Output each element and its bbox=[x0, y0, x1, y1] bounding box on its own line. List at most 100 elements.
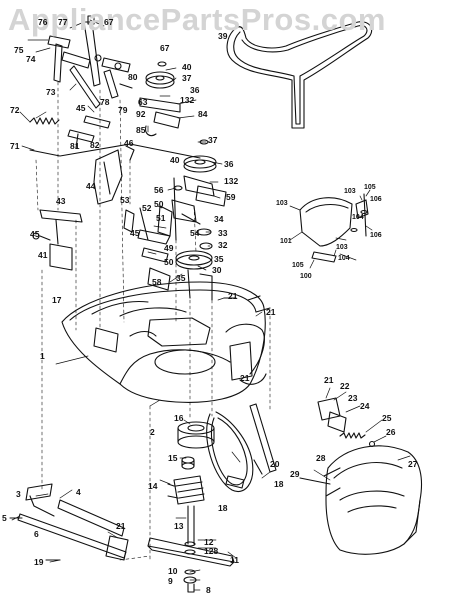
part-label: 105 bbox=[364, 184, 376, 191]
part-label: 50 bbox=[164, 257, 174, 267]
part-label: 15 bbox=[168, 453, 178, 463]
part-label: 14 bbox=[148, 481, 158, 491]
part-label: 37 bbox=[208, 135, 218, 145]
part-label: 40 bbox=[170, 155, 180, 165]
part-label: 73 bbox=[46, 87, 56, 97]
part-label: 104 bbox=[352, 214, 364, 221]
spring-72 bbox=[30, 118, 59, 124]
belt-keeper bbox=[318, 398, 375, 447]
part-label: 72 bbox=[10, 105, 20, 115]
part-label: 103 bbox=[276, 200, 288, 207]
part-label: 128 bbox=[204, 546, 219, 556]
part-label: 79 bbox=[118, 105, 128, 115]
part-label: 58 bbox=[152, 277, 162, 287]
lift-link-41 bbox=[33, 210, 82, 270]
mower-blade bbox=[148, 538, 234, 592]
part-label: 21 bbox=[240, 373, 250, 383]
part-label: 44 bbox=[86, 181, 96, 191]
part-label: 33 bbox=[218, 228, 228, 238]
part-label: 46 bbox=[124, 138, 134, 148]
part-label: 35 bbox=[176, 273, 186, 283]
part-label: 40 bbox=[182, 62, 192, 72]
deck-belt bbox=[207, 404, 276, 492]
part-label: 100 bbox=[300, 273, 312, 280]
part-label: 25 bbox=[382, 413, 392, 423]
part-label: 29 bbox=[290, 469, 300, 479]
part-label: 16 bbox=[174, 413, 184, 423]
part-label: 5 bbox=[2, 513, 7, 523]
part-label: 8 bbox=[206, 585, 211, 595]
part-label: 49 bbox=[164, 243, 174, 253]
part-label: 101 bbox=[280, 238, 292, 245]
part-label: 106 bbox=[370, 196, 382, 203]
idler-pulley-stack bbox=[124, 62, 236, 300]
part-label: 104 bbox=[338, 255, 350, 262]
bracket-44 bbox=[94, 150, 122, 204]
part-label: 67 bbox=[160, 43, 170, 53]
part-label: 34 bbox=[214, 214, 224, 224]
part-label: 53 bbox=[120, 195, 130, 205]
part-label: 30 bbox=[212, 265, 222, 275]
alignment-guides bbox=[36, 82, 270, 560]
part-label: 6 bbox=[34, 529, 39, 539]
part-label: 103 bbox=[344, 188, 356, 195]
part-label: 85 bbox=[136, 125, 146, 135]
part-label: 76 bbox=[38, 17, 48, 27]
part-label: 50 bbox=[154, 199, 164, 209]
part-label: 1 bbox=[40, 351, 45, 361]
mower-deck bbox=[62, 282, 270, 402]
spindle-housing bbox=[178, 422, 214, 448]
part-label: 59 bbox=[226, 192, 236, 202]
part-label: 13 bbox=[174, 521, 184, 531]
part-label: 21 bbox=[266, 307, 276, 317]
part-label: 32 bbox=[218, 240, 228, 250]
spindle-pulley bbox=[168, 457, 204, 504]
part-label: 36 bbox=[190, 85, 200, 95]
part-label: 105 bbox=[292, 262, 304, 269]
part-label: 36 bbox=[224, 159, 234, 169]
part-label: 74 bbox=[26, 54, 36, 64]
part-label: 17 bbox=[52, 295, 62, 305]
part-label: 20 bbox=[270, 459, 280, 469]
part-label: 24 bbox=[360, 401, 370, 411]
part-label: 19 bbox=[34, 557, 44, 567]
part-label: 4 bbox=[76, 487, 81, 497]
leader-lines bbox=[12, 20, 410, 590]
part-label: 77 bbox=[58, 17, 68, 27]
part-label: 23 bbox=[348, 393, 358, 403]
part-label: 106 bbox=[370, 232, 382, 239]
part-label: 71 bbox=[10, 141, 20, 151]
part-label: 26 bbox=[386, 427, 396, 437]
part-label: 132 bbox=[180, 95, 195, 105]
part-label: 78 bbox=[100, 97, 110, 107]
deck-hanger bbox=[10, 484, 128, 560]
part-label: 21 bbox=[324, 375, 334, 385]
part-label: 45 bbox=[30, 229, 40, 239]
part-label: 63 bbox=[138, 97, 148, 107]
part-label: 82 bbox=[90, 140, 100, 150]
part-label: 92 bbox=[136, 109, 146, 119]
part-label: 9 bbox=[168, 576, 173, 586]
part-label: 80 bbox=[128, 72, 138, 82]
part-label: 18 bbox=[218, 503, 228, 513]
part-label: 84 bbox=[198, 109, 208, 119]
part-label: 103 bbox=[336, 244, 348, 251]
part-label: 54 bbox=[190, 228, 200, 238]
part-label: 75 bbox=[14, 45, 24, 55]
part-label: 43 bbox=[56, 196, 66, 206]
part-label: 28 bbox=[316, 453, 326, 463]
part-label: 35 bbox=[214, 254, 224, 264]
part-label: 10 bbox=[168, 566, 178, 576]
part-label: 45 bbox=[76, 103, 86, 113]
part-label: 21 bbox=[228, 291, 238, 301]
part-label: 27 bbox=[408, 459, 418, 469]
part-label: 21 bbox=[116, 521, 126, 531]
lift-linkage-assembly bbox=[48, 16, 132, 148]
watermark: AppliancePartsPros.com bbox=[8, 2, 386, 37]
discharge-chute bbox=[300, 446, 422, 554]
part-label: 12 bbox=[204, 537, 214, 547]
part-label: 41 bbox=[38, 250, 48, 260]
part-label: 37 bbox=[182, 73, 192, 83]
rod-71 bbox=[30, 144, 200, 160]
